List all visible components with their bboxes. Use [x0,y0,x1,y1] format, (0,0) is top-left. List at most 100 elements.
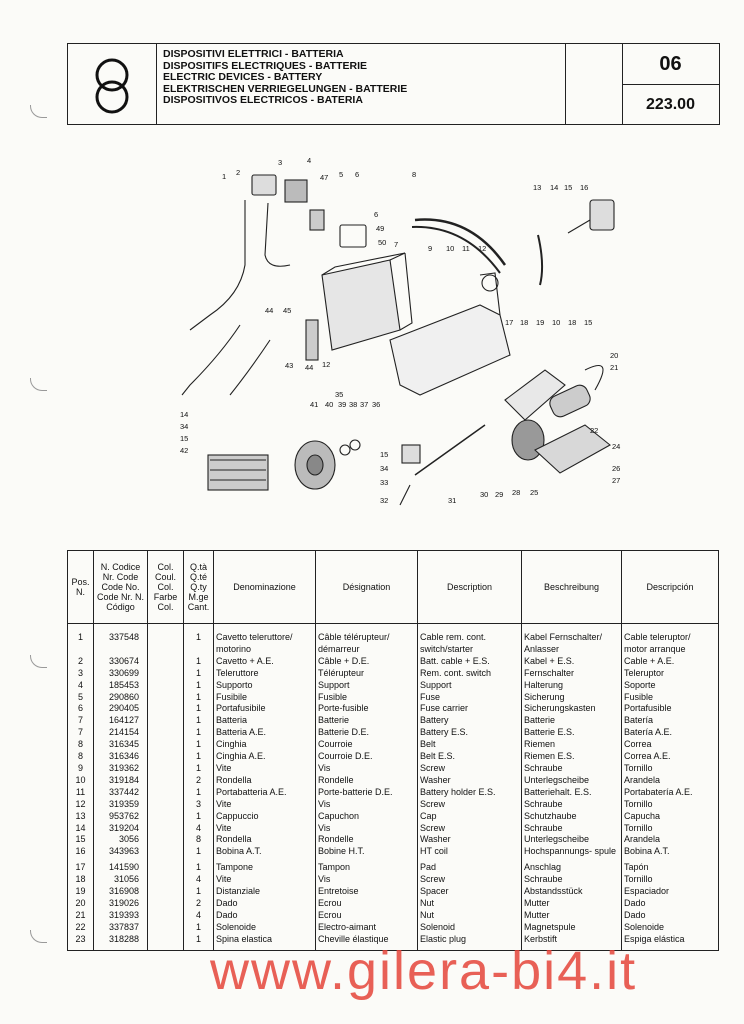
parts-diagram-svg: 1 2 3 4 47 5 6 6 49 50 7 8 9 10 11 12 13… [180,156,620,506]
page-code: 223.00 [646,95,695,113]
callout-label: 32 [380,496,388,505]
cell-es: Batería A.E. [621,727,719,740]
cell-code: 3056 [93,834,148,847]
cell-qty: 1 [183,715,214,728]
cell-en: Battery holder E.S. [417,786,522,799]
cell-fr: Capuchon [315,810,418,823]
cell-it: Cinghia [213,739,316,752]
cell-en: Fuse carrier [417,703,522,716]
cell-code: 316908 [93,886,148,898]
cell-it: Cavetto + A.E. [213,655,316,668]
cell-es: Espiga elástica [621,933,719,951]
callout-label: 26 [612,464,620,473]
title-italian: DISPOSITIVI ELETTRICI - BATTERIA [163,48,344,60]
cell-qty: 1 [183,762,214,775]
callout-label: 5 [339,170,343,179]
cell-fr: Rondelle [315,834,418,847]
cell-qty: 1 [183,858,214,875]
cell-en: Belt E.S. [417,751,522,763]
cell-it: Tampone [213,858,316,875]
callout-label: 15 [584,318,592,327]
title-german: ELEKTRISCHEN VERRIEGELUNGEN - BATTERIE [163,82,408,95]
cell-es: Tornillo [621,798,719,811]
parts-table-wrapper: Pos. N. N. Codice Nr. Code Code No. Code… [67,550,719,951]
cell-en: Rem. cont. switch [417,667,522,680]
cell-fr: Vis [315,762,418,775]
cell-de: Unterlegscheibe [521,774,622,787]
cell-col [147,846,184,859]
cell-es: Portafusible [621,703,719,716]
cell-qty: 1 [183,921,214,934]
callout-label: 49 [376,224,384,233]
cell-pos: 10 [67,774,94,787]
cell-pos: 23 [67,933,94,951]
binder-hole-mark [30,378,47,391]
cell-fr: Electro-aimant [315,921,418,934]
cell-fr: Vis [315,874,418,887]
cell-qty: 8 [183,834,214,847]
cell-fr: Support [315,679,418,692]
callout-label: 7 [394,240,398,249]
cell-de: Batterie E.S. [521,727,622,740]
cell-es: Espaciador [621,886,719,898]
callout-label: 4 [307,156,311,165]
cell-de: Magnetspule [521,921,622,934]
cell-it: Supporto [213,679,316,692]
cell-col [147,715,184,728]
cell-col [147,834,184,847]
cell-qty: 1 [183,786,214,799]
callout-label: 21 [610,363,618,372]
cell-es: Teleruptor [621,667,719,680]
binder-hole-mark [30,655,47,668]
cell-it: Dado [213,897,316,910]
cell-it: Rondella [213,774,316,787]
cell-col [147,667,184,680]
cell-it: Portafusibile [213,703,316,716]
callout-label: 39 [338,400,346,409]
exploded-parts-diagram: 1 2 3 4 47 5 6 6 49 50 7 8 9 10 11 12 13… [150,155,630,525]
cell-es: Correa A.E. [621,751,719,763]
table-header-row: Pos. N. N. Codice Nr. Code Code No. Code… [67,550,719,624]
cell-de: Riemen [521,739,622,752]
cell-it: Solenoide [213,921,316,934]
cell-en: Washer [417,774,522,787]
cell-pos: 8 [67,739,94,752]
cell-col [147,739,184,752]
cell-qty: 1 [183,691,214,704]
cell-en: Solenoid [417,921,522,934]
header-german: Beschreibung [521,550,622,624]
cell-de: Mutter [521,909,622,922]
cell-col [147,774,184,787]
gilera-logo-icon [95,58,129,114]
cell-en: Nut [417,897,522,910]
cell-en: Screw [417,874,522,887]
cell-es: Tornillo [621,762,719,775]
cell-code: 290860 [93,691,148,704]
cell-pos: 7 [67,727,94,740]
cell-code: 319359 [93,798,148,811]
cell-qty: 1 [183,933,214,951]
cell-pos: 14 [67,822,94,835]
cell-es: Tornillo [621,874,719,887]
header-italian: Denominazione [213,550,316,624]
cell-pos: 15 [67,834,94,847]
cell-code: 185453 [93,679,148,692]
cell-col [147,933,184,951]
cell-es: Arandela [621,774,719,787]
cell-qty: 1 [183,679,214,692]
cell-pos: 1 [67,623,94,656]
cell-de: Batteriehalt. E.S. [521,786,622,799]
cell-qty: 1 [183,739,214,752]
callout-label: 15 [180,434,188,443]
